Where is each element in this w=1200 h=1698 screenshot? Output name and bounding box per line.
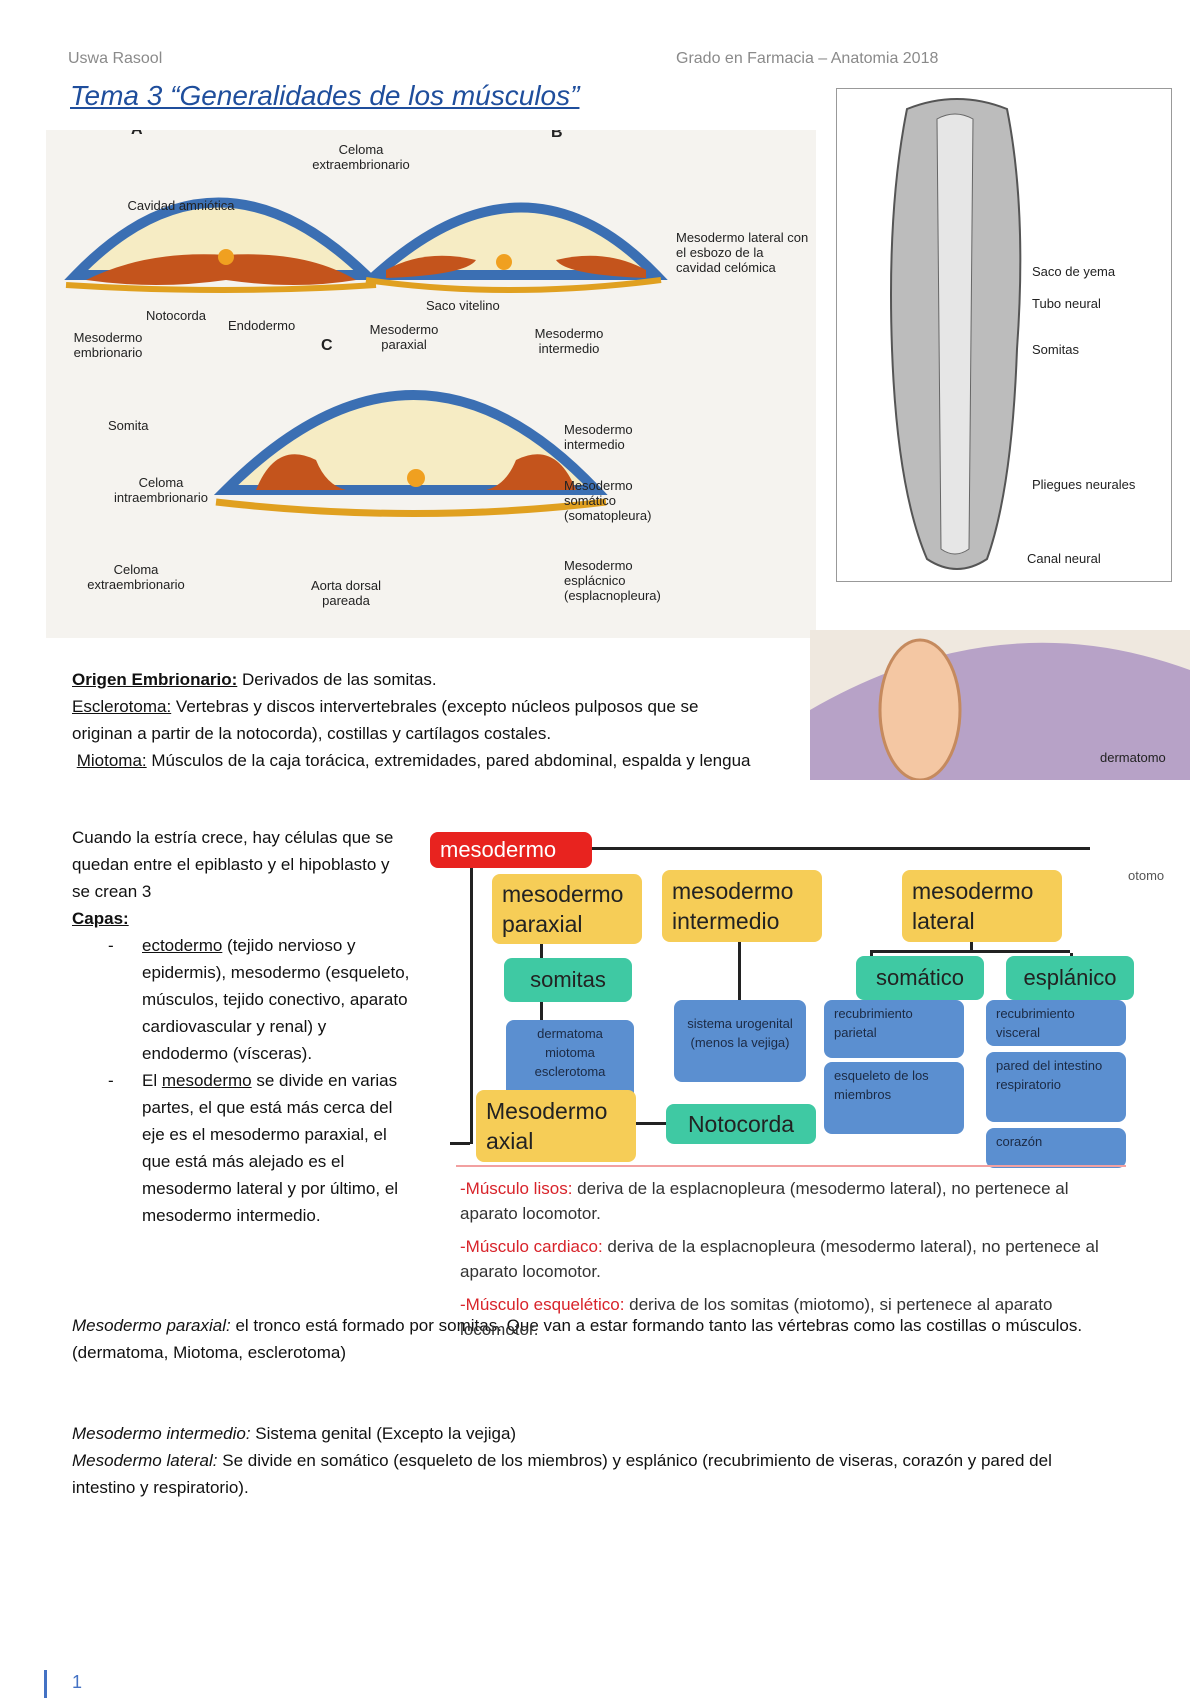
mesodermo-paraxial-node: mesodermo paraxial <box>492 874 642 944</box>
recubrimiento-visceral-node: recubrimiento visceral <box>986 1000 1126 1046</box>
dermatome-figure: dermatomo <box>810 630 1190 780</box>
page-title: Tema 3 “Generalidades de los músculos” <box>70 80 580 111</box>
muscle-item: -Músculo lisos: deriva de la esplacnople… <box>460 1179 1069 1223</box>
paraxial-text: el tronco está formado por somitas. Que … <box>72 1316 1083 1362</box>
panel-a-label: A <box>131 130 143 138</box>
meso-embrionario-label: Mesodermo embrionario <box>73 330 143 360</box>
lateral-paragraph: Mesodermo lateral: Se divide en somático… <box>72 1447 1112 1501</box>
celoma-extra-c-label: Celoma extraembrionario <box>87 562 185 592</box>
tubo-label: Tubo neural <box>1032 296 1101 311</box>
list-item: - El mesodermo se divide en varias parte… <box>72 1067 412 1229</box>
mesodermo-paragraphs: Mesodermo paraxial: <box>72 1312 1112 1339</box>
mesodermo-root: mesodermo <box>430 832 592 868</box>
author: Uswa Rasool <box>68 50 163 67</box>
meso-intermedio-c-label: Mesodermo intermedio <box>564 422 633 452</box>
intro-text: Cuando la estría crece, hay células que … <box>72 828 394 901</box>
mesodermo-lateral-node: mesodermo lateral <box>902 870 1062 942</box>
left-column: Cuando la estría crece, hay células que … <box>72 824 412 1229</box>
muscle-item: -Músculo cardiaco: deriva de la esplacno… <box>460 1237 1099 1281</box>
meso-lateral-label: Mesodermo lateral con el esbozo de la ca… <box>676 230 809 275</box>
pared-intestino-node: pared del intestino respiratorio <box>986 1052 1126 1122</box>
dermatomo-label: dermatomo <box>1100 750 1166 765</box>
lateral-text: Se divide en somático (esqueleto de los … <box>72 1451 1052 1497</box>
miotoma-label: Miotoma: <box>76 751 147 770</box>
mesodermo-axial-node: Mesodermo axial <box>476 1090 636 1162</box>
aorta-label: Aorta dorsal pareada <box>310 578 382 608</box>
connector-line <box>540 1002 543 1020</box>
embryo-dorsal-figure: Saco de yema Tubo neural Somitas Pliegue… <box>836 88 1172 582</box>
panel-b-label: B <box>551 130 563 141</box>
muscle-list: -Músculo lisos: deriva de la esplacnople… <box>460 1176 1130 1342</box>
connector-line <box>636 1122 666 1125</box>
embryo-cross-section-drawing <box>64 197 668 517</box>
somitas-label: Somitas <box>1032 342 1079 357</box>
intermedio-text: Sistema genital (Excepto la vejiga) <box>250 1424 517 1443</box>
connector-line <box>870 950 1070 953</box>
canal-label: Canal neural <box>1027 551 1101 566</box>
recubrimiento-parietal-node: recubrimiento parietal <box>824 1000 964 1058</box>
esclerotoma-label: Esclerotoma: <box>72 697 172 716</box>
mesodermo-intermedio-node: mesodermo intermedio <box>662 870 822 942</box>
esclerotoma-text: Vertebras y discos intervertebrales (exc… <box>72 697 699 743</box>
endodermo-label: Endodermo <box>228 318 296 333</box>
intermedio-label: Mesodermo intermedio: <box>72 1424 251 1443</box>
connector-line <box>738 918 741 1042</box>
pliegues-label: Pliegues neurales <box>1032 477 1136 492</box>
origen-rest: Derivados de las somitas. <box>237 670 437 689</box>
somita-label: Somita <box>108 418 149 433</box>
paraxial-paragraph: Mesodermo paraxial: el tronco está forma… <box>72 1312 1112 1366</box>
somatico-node: somático <box>856 956 984 1000</box>
saco-label: Saco de yema <box>1032 264 1116 279</box>
saco-vitelino-label: Saco vitelino <box>426 298 500 313</box>
origen-heading: Origen Embrionario: <box>72 670 238 689</box>
list-item: - ectodermo (tejido nervioso y epidermis… <box>72 932 412 1067</box>
concept-map: mesodermo mesodermo paraxial mesodermo i… <box>430 832 1134 1172</box>
divider <box>456 1165 1126 1167</box>
esqueleto-miembros-node: esqueleto de los miembros <box>824 1062 964 1134</box>
connector-line <box>450 1142 470 1145</box>
footer-bar <box>44 1670 47 1698</box>
meso-paraxial-label: Mesodermo paraxial <box>369 322 439 352</box>
course: Grado en Farmacia – Anatomia 2018 <box>676 50 939 67</box>
page-number: 1 <box>72 1672 83 1692</box>
dermatome-drawing <box>810 638 1190 780</box>
meso-intermedio-label: Mesodermo intermedio <box>534 326 604 356</box>
celoma-extra-label: Celoma extraembrionario <box>312 142 410 172</box>
bullet-dash: - <box>108 1071 114 1090</box>
lateral-label: Mesodermo lateral: <box>72 1451 218 1470</box>
panel-c-label: C <box>321 337 333 354</box>
somitas-node: somitas <box>504 958 632 1002</box>
intermedio-paragraph: Mesodermo intermedio: Sistema genital (E… <box>72 1420 1112 1447</box>
notocorda-label: Notocorda <box>146 308 206 323</box>
otomo-label: otomo <box>1128 868 1165 883</box>
connector-line <box>470 852 473 1144</box>
urogenital-node: sistema urogenital (menos la vejiga) <box>674 1000 806 1082</box>
meso-somatico-label: Mesodermo somático (somatopleura) <box>564 478 652 523</box>
embryo-dorsal-drawing <box>890 98 1022 570</box>
esplanico-node: esplánico <box>1006 956 1134 1000</box>
origen-section: Origen Embrionario: Derivados de las som… <box>72 666 762 774</box>
embryo-cross-section-figure: A B C Celoma extraembrionario Cavidad am… <box>46 130 816 638</box>
bullet-dash: - <box>108 936 114 955</box>
capas-heading: Capas: <box>72 909 129 928</box>
celoma-intra-label: Celoma intraembrionario <box>114 475 208 505</box>
connector-line <box>590 847 1090 850</box>
corazon-node: corazón <box>986 1128 1126 1168</box>
miotoma-text: Músculos de la caja torácica, extremidad… <box>146 751 751 770</box>
cavidad-label: Cavidad amniótica <box>127 198 235 213</box>
meso-esplacnico-label: Mesodermo esplácnico (esplacnopleura) <box>564 558 661 603</box>
muscle-item: -Músculo esquelético: deriva de los somi… <box>460 1295 1053 1339</box>
paraxial-label: Mesodermo paraxial: <box>72 1316 231 1335</box>
notocorda-node: Notocorda <box>666 1104 816 1144</box>
